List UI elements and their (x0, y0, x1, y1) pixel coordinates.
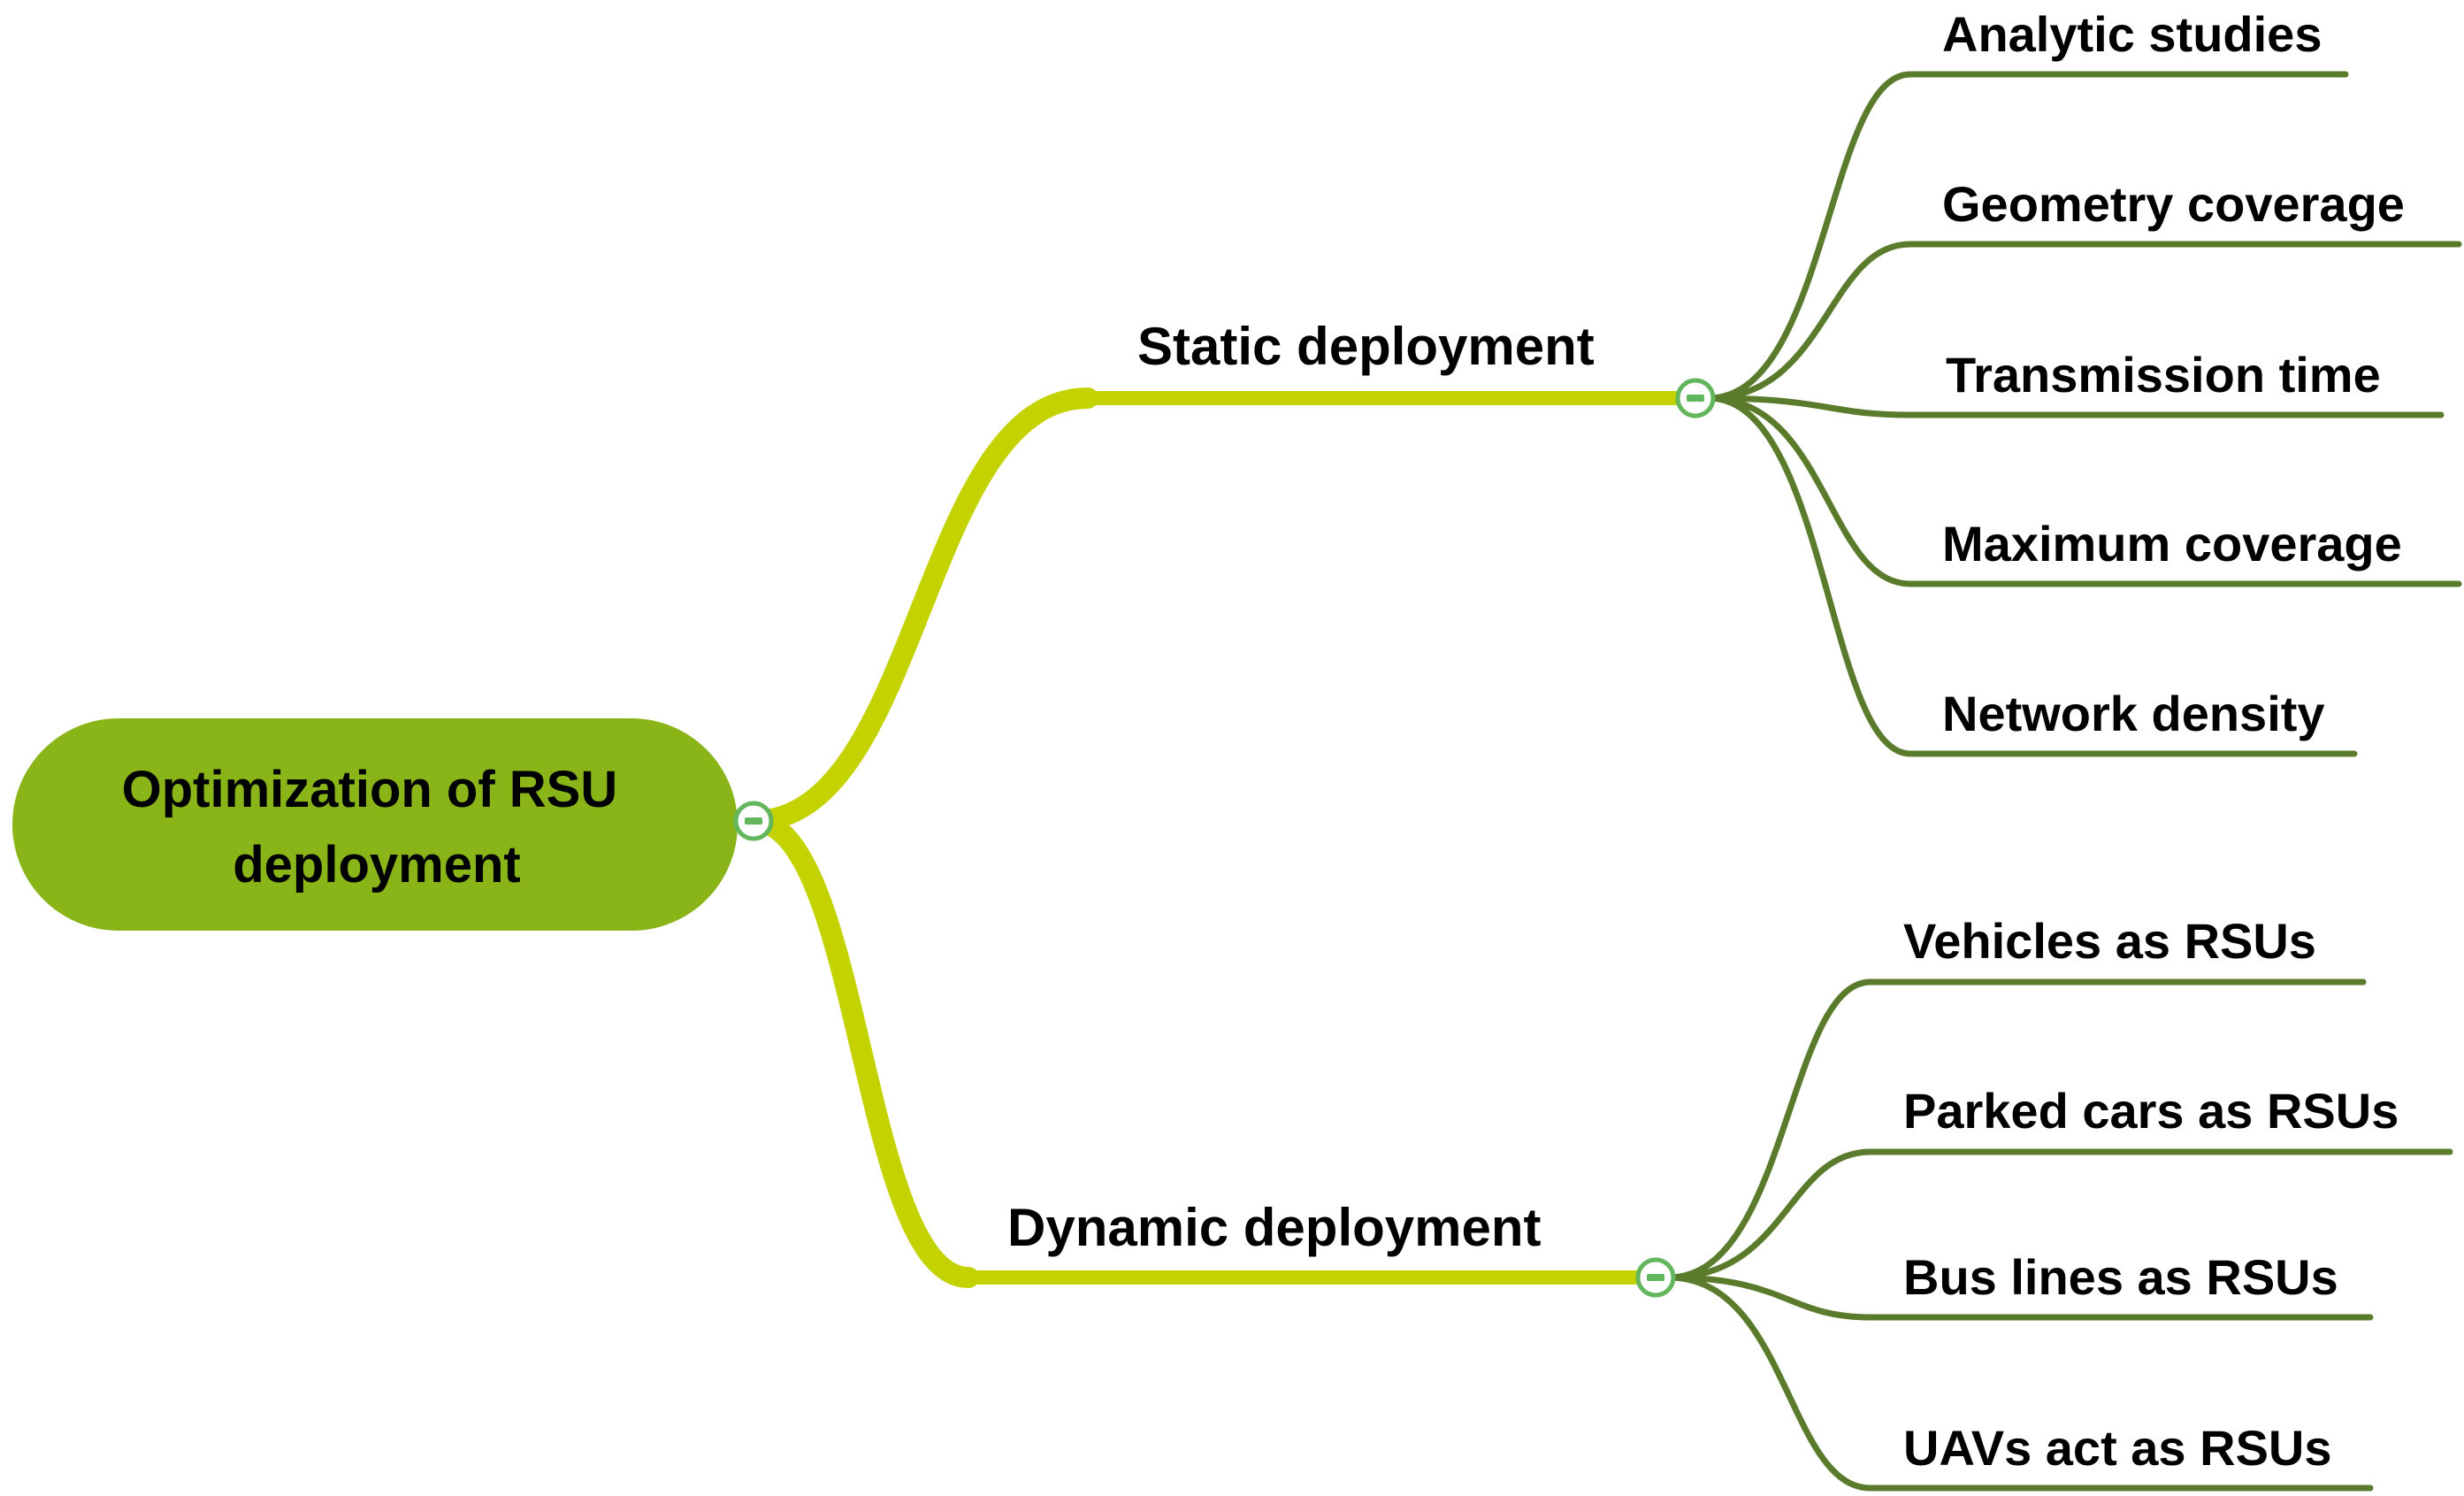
leaf-geometry-coverage[interactable]: Geometry coverage (1942, 176, 2405, 232)
root-label-line-1: Optimization of RSU (122, 761, 618, 818)
leaf-maximum-coverage[interactable]: Maximum coverage (1942, 516, 2402, 572)
root-label: Optimization of RSU deployment (122, 761, 632, 894)
branch-connector-root-segment (743, 810, 979, 1288)
connectors (743, 71, 2462, 1492)
leaf-connector (1705, 395, 2462, 587)
leaf-transmission-time[interactable]: Transmission time (1946, 347, 2381, 403)
branch-label-static-deployment[interactable]: Static deployment (1137, 317, 1595, 376)
branch-label-dynamic-deployment[interactable]: Dynamic deployment (1007, 1198, 1542, 1257)
leaf-connector (1665, 978, 2367, 1281)
leaf-analytic-studies[interactable]: Analytic studies (1942, 6, 2322, 62)
leaf-uavs-act-as-rsus[interactable]: UAVs act as RSUs (1903, 1420, 2332, 1476)
leaf-connector (1665, 1274, 2374, 1492)
leaf-bus-lines-as-rsus[interactable]: Bus lines as RSUs (1903, 1249, 2338, 1305)
root-label-line-2: deployment (233, 836, 521, 894)
collapse-minus-icon[interactable] (1675, 378, 1716, 418)
leaf-connector (1705, 241, 2462, 402)
branch-connector (746, 391, 1703, 828)
leaf-connector (1705, 71, 2349, 402)
collapse-minus-icon[interactable] (733, 801, 774, 841)
leaf-connector (1665, 1274, 2374, 1321)
leaf-network-density[interactable]: Network density (1942, 686, 2325, 741)
leaf-parked-cars-as-rsus[interactable]: Parked cars as RSUs (1903, 1083, 2399, 1139)
leaf-connector (1705, 395, 2358, 757)
branch-connector-root-segment (743, 387, 1098, 832)
collapse-minus-icon[interactable] (1635, 1257, 1676, 1298)
leaf-connector (1665, 1148, 2453, 1281)
root-node[interactable]: Optimization of RSU deployment (12, 718, 738, 931)
leaf-vehicles-as-rsus[interactable]: Vehicles as RSUs (1903, 913, 2316, 969)
root-node-shape (12, 718, 738, 931)
leaf-connector (1705, 395, 2445, 418)
